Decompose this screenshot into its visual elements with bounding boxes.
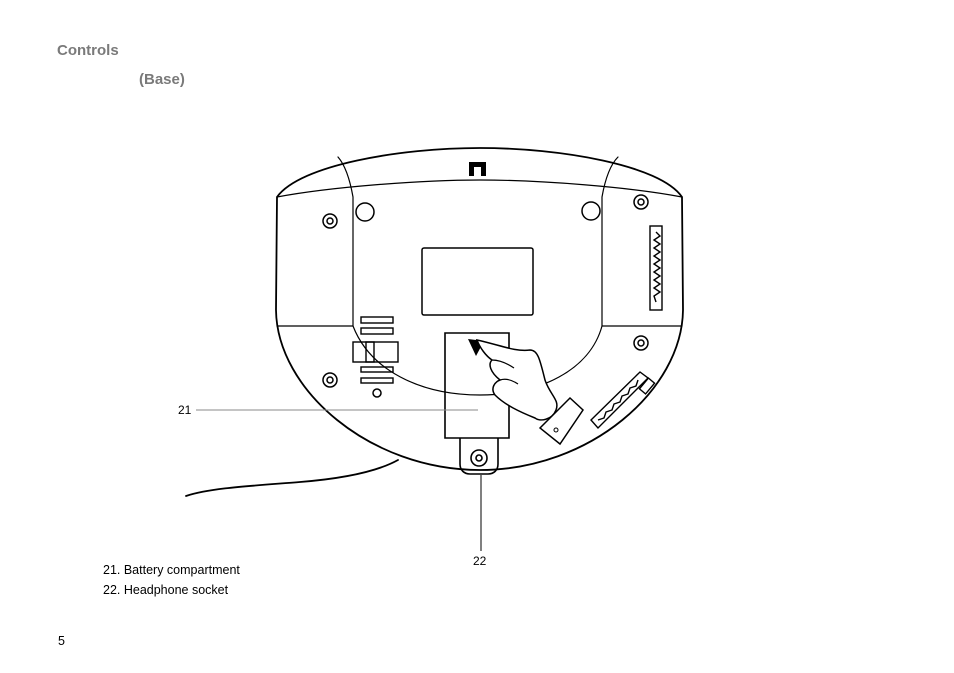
inner-curve (352, 325, 603, 396)
legend-item-battery: 21. Battery compartment (103, 563, 240, 577)
battery-compartment (444, 332, 510, 475)
section-subtitle: (Base) (139, 71, 185, 88)
small-hole-icon (372, 388, 382, 398)
section-title: Controls (57, 42, 119, 59)
foot-left-icon (355, 202, 375, 222)
callout-label-22: 22 (473, 554, 487, 568)
top-notch-icon (469, 162, 486, 176)
screw-bottom-left-icon (322, 372, 338, 388)
screw-bottom-right-icon (633, 335, 649, 351)
power-cord (185, 459, 399, 497)
legend-item-headphone: 22. Headphone socket (103, 583, 229, 597)
screw-top-right-icon (633, 194, 649, 210)
tuning-dial (649, 225, 663, 311)
top-band (276, 179, 683, 198)
headphone-socket-icon (470, 449, 488, 467)
right-panel (601, 156, 683, 327)
callout-label-21: 21 (178, 403, 192, 417)
hand-press-icon (468, 338, 584, 446)
volume-dial (590, 371, 656, 430)
label-recess (421, 247, 534, 316)
switch-group (352, 316, 399, 384)
legend-list: 21. Battery compartment 22. Headphone so… (103, 560, 240, 600)
screw-top-left-icon (322, 213, 338, 229)
foot-right-icon (581, 201, 601, 221)
device-outline (275, 147, 684, 471)
left-panel (276, 156, 354, 327)
page-number: 5 (58, 634, 65, 648)
